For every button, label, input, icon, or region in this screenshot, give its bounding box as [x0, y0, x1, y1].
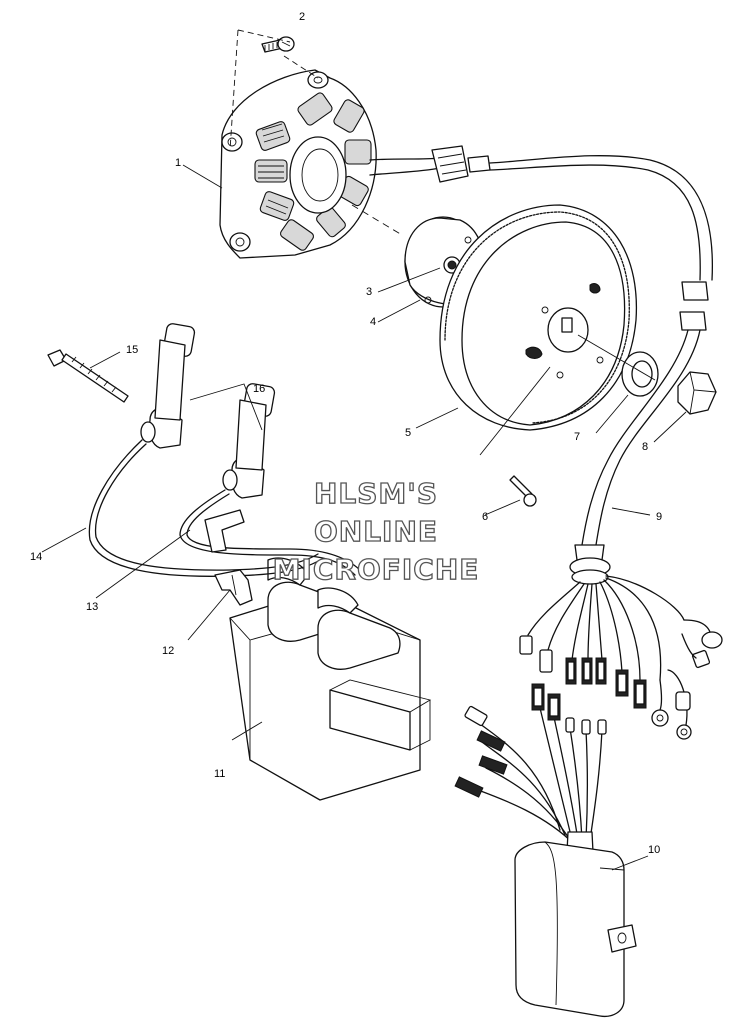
mounting-bolt: [47, 349, 129, 403]
callout-4: 4: [370, 316, 376, 328]
callout-7: 7: [574, 431, 580, 443]
callout-12: 12: [162, 645, 174, 657]
watermark-line-1: HLSM'S: [314, 477, 438, 510]
spark-plug-caps: [140, 323, 276, 499]
callout-9: 9: [656, 511, 662, 523]
cdi-module: [454, 683, 637, 1018]
watermark: HLSM'S ONLINE MICROFICHE: [272, 476, 480, 586]
watermark-line-3: MICROFICHE: [273, 553, 480, 586]
callout-16: 16: [253, 383, 265, 395]
lead-clamp: [214, 569, 253, 606]
wiring-harness: [519, 281, 723, 740]
callout-10: 10: [648, 844, 660, 856]
callout-1: 1: [175, 157, 181, 169]
callout-6: 6: [482, 511, 488, 523]
callout-14: 14: [30, 551, 42, 563]
callout-labels: 1 2 3 4 5 6 7 8 9 10 11 12 13 14 15 16: [30, 11, 662, 856]
callout-11: 11: [214, 768, 225, 780]
high-tension-leads: [88, 439, 361, 577]
callout-8: 8: [642, 441, 648, 453]
stator-assembly: [219, 69, 441, 259]
callout-15: 15: [126, 344, 138, 356]
watermark-line-2: ONLINE: [314, 515, 438, 548]
flywheel-screw: [509, 475, 537, 507]
callout-5: 5: [405, 427, 411, 439]
flywheel-washer: [621, 351, 659, 397]
callout-3: 3: [366, 286, 372, 298]
callout-2: 2: [299, 11, 305, 23]
ignition-coil: [229, 557, 432, 801]
flywheel-nut: [677, 371, 717, 415]
callout-13: 13: [86, 601, 98, 613]
harness-connector: [431, 145, 714, 281]
flywheel: [439, 204, 638, 431]
